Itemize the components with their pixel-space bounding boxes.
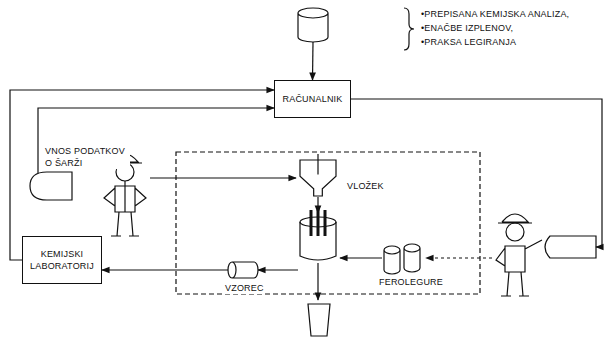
connector	[10, 90, 274, 260]
node-label: •PRAKSA LEGIRANJA	[420, 36, 517, 48]
plant-region	[176, 152, 480, 294]
node-label: KEMIJSKI LABORATORIJ	[23, 246, 101, 274]
flow-arrow	[258, 269, 298, 270]
ferroalloy-symbol-outline	[384, 244, 422, 272]
worker-figure	[496, 214, 542, 296]
database-cylinder: •PREPISANA KEMIJSKA ANALIZA,•ENAČBE IZPL…	[298, 8, 328, 42]
process-box: RAČUNALNIK	[274, 80, 351, 118]
hopper-symbol-outline	[300, 160, 336, 196]
control-line	[426, 257, 492, 258]
electrodes	[311, 208, 325, 236]
bracket	[404, 8, 414, 50]
ladle	[308, 304, 330, 336]
signal-line	[346, 99, 602, 247]
sample-symbol: VZOREC	[228, 262, 254, 278]
process-box: KEMIJSKI LABORATORIJ	[22, 236, 102, 284]
database-cylinder-outline	[298, 8, 328, 42]
connector	[38, 108, 274, 173]
ferroalloy-symbol: FEROLEGURE	[384, 244, 422, 272]
control-line	[150, 177, 296, 178]
terminal-symbol: VNOS PODATKOV O ŠARŽI	[30, 172, 72, 200]
node-label: •ENAČBE IZPLENOV,	[420, 22, 514, 34]
sample-symbol-outline	[228, 262, 254, 278]
hopper-symbol: VLOŽEK	[300, 160, 336, 196]
node-label: RAČUNALNIK	[278, 91, 346, 107]
node-label: •PREPISANA KEMIJSKA ANALIZA,	[420, 8, 570, 20]
terminal-symbol	[545, 236, 596, 258]
node-label: VLOŽEK	[346, 180, 385, 192]
connector	[102, 269, 228, 270]
terminal-symbol-outline	[30, 172, 72, 200]
node-label: FEROLEGURE	[378, 276, 444, 288]
flow-arrow	[340, 257, 382, 258]
connector	[312, 42, 314, 80]
node-label: VZOREC	[224, 282, 265, 294]
flow-arrow	[317, 263, 318, 300]
node-label: VNOS PODATKOV O ŠARŽI	[44, 145, 130, 169]
